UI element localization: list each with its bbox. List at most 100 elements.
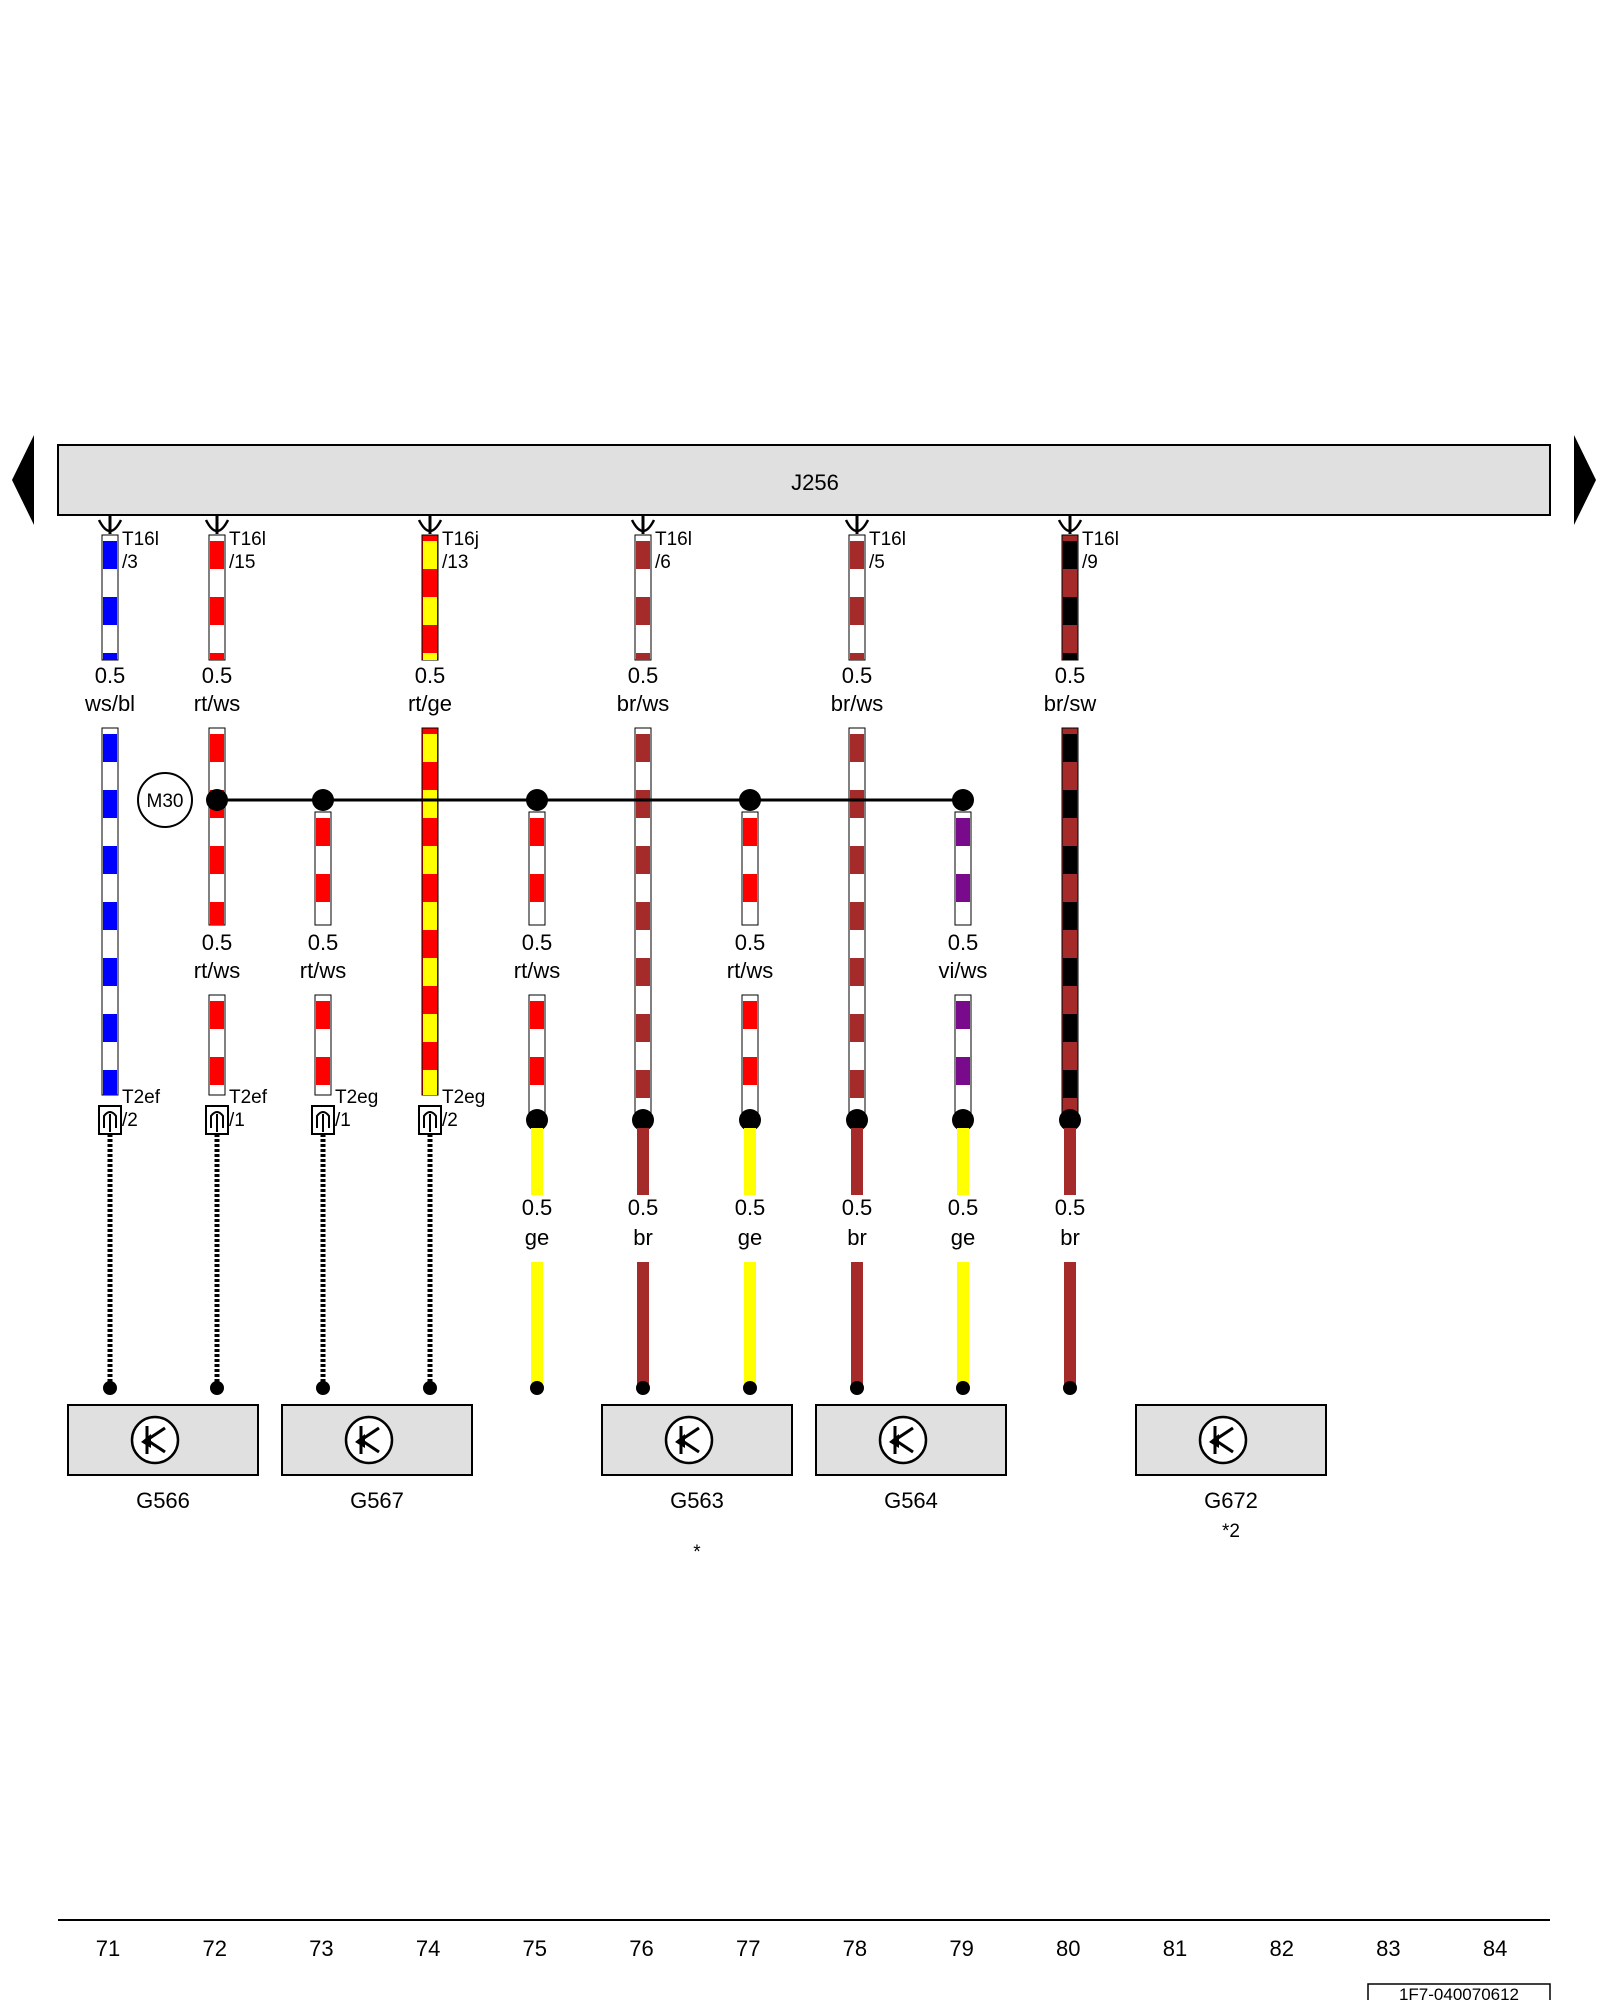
wire-segment-rt-ws-stripe (316, 1001, 330, 1029)
wire-segment-top-stripe (103, 597, 117, 625)
wire-segment-low (637, 1128, 649, 1195)
wire-size-label: 0.5 (522, 1195, 553, 1220)
wire-segment-br-sw-stripe (1063, 734, 1077, 762)
connector-pin-icon (417, 516, 443, 534)
wire-segment-rt-ge-stripe (423, 1070, 437, 1095)
connector-pin: /1 (335, 1110, 351, 1131)
connector-name: T16l (869, 529, 906, 550)
wire-segment-rt-ge-stripe (423, 734, 437, 762)
wire-segment-top-stripe (210, 597, 224, 625)
wire-segment-top-stripe (850, 597, 864, 625)
wire-segment-br-ws-stripe (636, 1014, 650, 1042)
wire-color-label: rt/ws (194, 958, 240, 983)
terminal-dot (743, 1381, 757, 1395)
ruler-number: 77 (736, 1936, 760, 1961)
wire-color-label: rt/ws (194, 691, 240, 716)
wire-segment-br-ws-stripe (636, 734, 650, 762)
wire-segment-br-ws-stripe (636, 790, 650, 818)
wire-segment-ws-bl-stripe (103, 1070, 117, 1095)
ruler-number: 73 (309, 1936, 333, 1961)
sensor-label: G564 (884, 1488, 938, 1513)
terminal-dot (103, 1381, 117, 1395)
sensor-label: G672 (1204, 1488, 1258, 1513)
wire-color-label: rt/ws (727, 958, 773, 983)
connector-pin: /5 (869, 552, 885, 573)
sensor-symbol-icon (344, 1415, 394, 1465)
wire-size-label: 0.5 (842, 663, 873, 688)
wire-segment-br-ws-stripe (850, 958, 864, 986)
connector-pin: /13 (442, 552, 468, 573)
wire-size-label: 0.5 (735, 930, 766, 955)
connector-name: T16l (229, 529, 266, 550)
terminal-dot (1063, 1381, 1077, 1395)
wire-color-label: ge (951, 1225, 975, 1250)
connector-pin: /2 (122, 1110, 138, 1131)
wire-color-label: br (633, 1225, 653, 1250)
wire-segment-br-ws-stripe (636, 902, 650, 930)
wire-segment-ws-bl-stripe (103, 790, 117, 818)
wire-size-label: 0.5 (735, 1195, 766, 1220)
wire-segment-rt-ws-stripe (316, 1057, 330, 1085)
ground-point-circle (137, 772, 193, 828)
previous-page-arrow-icon[interactable] (12, 435, 34, 525)
wire-segment-drop-stripe (743, 818, 757, 846)
doc-id-box (1367, 1983, 1551, 2000)
wire-segment-drop-stripe (316, 818, 330, 846)
wire-segment-top-stripe (423, 653, 437, 660)
wire-size-label: 0.5 (842, 1195, 873, 1220)
sensor-note: * (693, 1542, 701, 1563)
terminal-dot (850, 1381, 864, 1395)
wire-color-label: ge (738, 1225, 762, 1250)
wire-segment-br-sw-stripe (1063, 902, 1077, 930)
wire-segment-ws-bl-stripe (103, 902, 117, 930)
connector-pin-icon (630, 516, 656, 534)
plug-connector-icon (311, 1105, 335, 1135)
wire-segment-top-stripe (210, 653, 224, 660)
terminal-dot (210, 1381, 224, 1395)
connector-pin: /6 (655, 552, 671, 573)
wire-segment-top-stripe (1063, 653, 1077, 660)
wire-size-label: 0.5 (202, 663, 233, 688)
doc-id-label: 1F7-040070612 (1399, 1985, 1519, 2000)
connector-pin: /9 (1082, 552, 1098, 573)
ruler-number: 81 (1163, 1936, 1187, 1961)
splice-dot (952, 1109, 974, 1131)
wire-segment-br-sw-stripe (1063, 1014, 1077, 1042)
sensor-g567: G567 (281, 1404, 473, 1513)
wire-size-label: 0.5 (628, 1195, 659, 1220)
wire-segment-br-ws-stripe (850, 902, 864, 930)
wire-segment-top-stripe (850, 541, 864, 569)
connector-pin-icon (1057, 516, 1083, 534)
wire-segment-ws-bl-stripe (103, 1014, 117, 1042)
sensor-label: G563 (670, 1488, 724, 1513)
wire-size-label: 0.5 (202, 930, 233, 955)
connector-name: T2eg (442, 1087, 485, 1108)
wire-color-label: br (847, 1225, 867, 1250)
connector-pin: /1 (229, 1110, 245, 1131)
wire-segment-rt-ge-stripe (423, 790, 437, 818)
wire-segment-rt-ws-stripe (210, 902, 224, 925)
wire-size-label: 0.5 (95, 663, 126, 688)
wire-segment-rt-ws-stripe (530, 1001, 544, 1029)
next-page-arrow-icon[interactable] (1574, 435, 1596, 525)
wire-segment-br-ws-stripe (636, 958, 650, 986)
wire-segment-top-stripe (103, 653, 117, 660)
wire-segment-br-ws-stripe (850, 734, 864, 762)
wire-segment-rt-ge-stripe (423, 902, 437, 930)
ruler-number: 75 (523, 1936, 547, 1961)
wire-segment-top-stripe (636, 597, 650, 625)
ruler-number: 78 (843, 1936, 867, 1961)
wire-segment-br-sw-stripe (1063, 846, 1077, 874)
wire-segment-low (744, 1128, 756, 1195)
connector-name: T16l (655, 529, 692, 550)
labels-layer: T16l/30.5ws/blT16l/150.5rt/wsT16j/130.5r… (67, 529, 1327, 1563)
wire-segment-drop-stripe (530, 874, 544, 902)
wire-segment-top-stripe (210, 541, 224, 569)
wire-segment-br-ws-stripe (850, 846, 864, 874)
wire-segment-top-stripe (423, 541, 437, 569)
wire-segment-rt-ge-stripe (423, 1014, 437, 1042)
wire-segment-rt-ge-stripe (423, 958, 437, 986)
wire-segment-br-sw-stripe (1063, 958, 1077, 986)
ruler-number: 71 (96, 1936, 120, 1961)
wire-segment-br-ws-stripe (850, 1070, 864, 1098)
